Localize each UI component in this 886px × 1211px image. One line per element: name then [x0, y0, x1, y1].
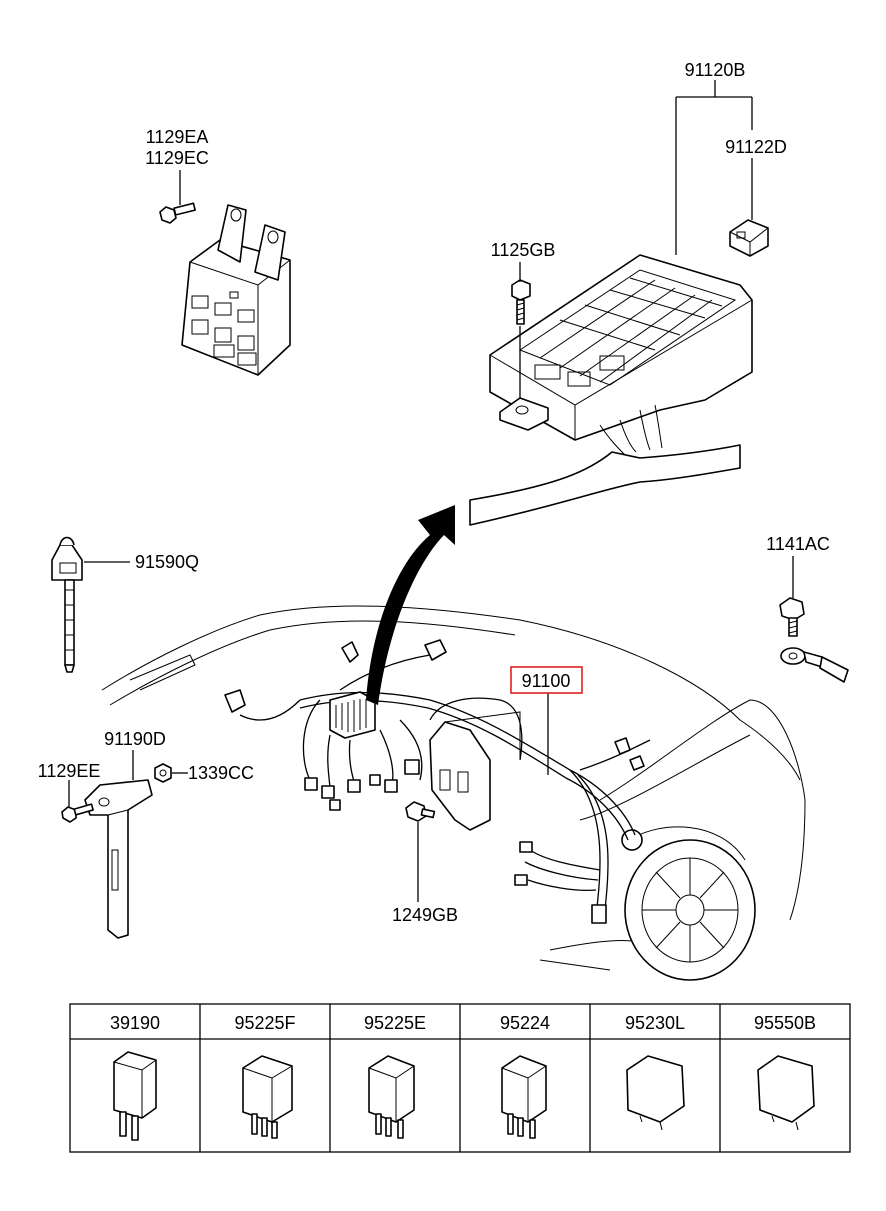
screw-1129EA[interactable]	[159, 202, 196, 224]
callout-91100[interactable]: 91100	[522, 671, 571, 691]
nut-1339CC[interactable]	[154, 763, 172, 783]
bolt-1125GB[interactable]	[511, 279, 531, 325]
callout-1129EE: 1129EE	[38, 761, 101, 781]
relay-95230L[interactable]	[626, 1055, 685, 1131]
junction-box-91120B[interactable]	[469, 254, 753, 526]
leader-lines	[68, 80, 794, 902]
relay-95225E[interactable]	[368, 1055, 415, 1139]
table-header-95230L: 95230L	[625, 1013, 685, 1033]
bolt-1249GB[interactable]	[405, 801, 436, 822]
connector-91122D[interactable]	[729, 219, 769, 257]
callout-1129EA: 1129EA	[146, 127, 209, 147]
table-header-95225E: 95225E	[364, 1013, 426, 1033]
table-header-95224: 95224	[500, 1013, 550, 1033]
callout-1129EC: 1129EC	[145, 148, 209, 168]
callout-91122D: 91122D	[725, 137, 787, 157]
relay-95550B[interactable]	[757, 1055, 815, 1131]
ground-bolt-1141AC[interactable]	[779, 597, 849, 683]
table-header-39190: 39190	[110, 1013, 160, 1033]
detail-arrow	[366, 505, 455, 705]
callout-1141AC: 1141AC	[766, 534, 830, 554]
relay-95225F[interactable]	[242, 1055, 293, 1139]
bracket-91190D[interactable]	[84, 779, 153, 939]
cable-tie-91590Q[interactable]	[51, 536, 83, 673]
callout-1249GB: 1249GB	[392, 905, 458, 925]
dashboard-harness-91100[interactable]	[101, 605, 806, 981]
highlight-box-91100	[510, 666, 583, 694]
relay-39190[interactable]	[113, 1051, 157, 1141]
table-header-95225F: 95225F	[234, 1013, 295, 1033]
table-header-95550B: 95550B	[754, 1013, 816, 1033]
relay-bracket[interactable]	[181, 204, 291, 376]
callout-1339CC: 1339CC	[188, 763, 254, 783]
relay-95224[interactable]	[501, 1055, 547, 1139]
callout-91190D: 91190D	[104, 729, 166, 749]
callout-91590Q: 91590Q	[135, 552, 199, 572]
screw-1129EE[interactable]	[61, 803, 94, 823]
callout-1125GB: 1125GB	[491, 240, 556, 260]
callout-91120B: 91120B	[685, 60, 746, 80]
relay-table: 39190 95225F 95225E 95224 95230L 95550B	[69, 1003, 851, 1153]
